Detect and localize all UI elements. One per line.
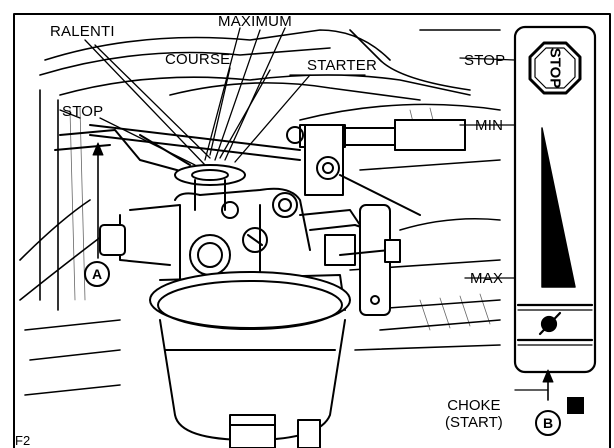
callout-b: B [535,410,561,436]
callout-a: A [84,261,110,287]
label-start: (START) [445,414,503,431]
label-maximum: MAXIMUM [218,13,292,30]
label-course: COURSE [165,51,231,68]
label-ralenti: RALENTI [50,23,115,40]
label-max: MAX [470,270,504,287]
float-bowl [149,271,351,448]
throttle-linkage [54,124,301,176]
black-square-marker [567,397,584,414]
label-choke: CHOKE [447,397,501,414]
carburetor-body [99,164,401,316]
choke-icon [538,311,562,336]
label-min: MIN [475,117,504,134]
label-stop-right: STOP [464,52,506,69]
throttle-wedge-icon [541,127,576,288]
label-stop-left: STOP [62,103,104,120]
label-starter: STARTER [307,57,378,74]
throttle-cable [286,119,466,216]
stop-sign-text: STOP [547,48,564,89]
figure-id: F2 [15,433,31,448]
label-choke-start: CHOKE (START) [445,397,503,431]
pointer-lines [84,27,311,166]
stop-sign-icon [528,41,582,95]
engine-housing [19,29,501,396]
frame-border [13,13,611,448]
